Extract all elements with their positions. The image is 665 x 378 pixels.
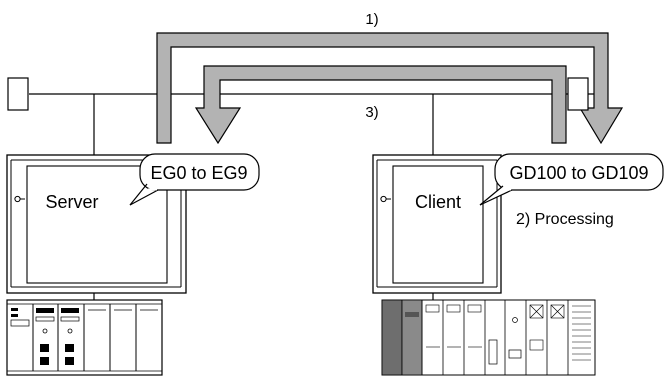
server-plc-icon: [6, 299, 163, 376]
client-plc-icon: [381, 299, 596, 376]
flow-label-2: 2) Processing: [516, 211, 614, 228]
key-icon: [14, 195, 25, 203]
client-device-range: GD100 to GD109: [509, 163, 648, 183]
flow-label-1: 1): [365, 11, 378, 28]
right-terminator: [567, 77, 589, 111]
flow-label-3: 3): [365, 104, 378, 121]
key-icon: [380, 195, 391, 203]
left-terminator: [7, 77, 29, 111]
client-label: Client: [415, 192, 461, 212]
network-bus: [7, 77, 595, 155]
flow-arrow-1: [156, 32, 624, 145]
client-callout: GD100 to GD109: [479, 153, 664, 206]
client-screen: [392, 165, 484, 284]
server-callout: EG0 to EG9: [129, 153, 260, 206]
server-device-range: EG0 to EG9: [150, 163, 247, 183]
server-label: Server: [45, 192, 98, 212]
server-terminal: Server: [6, 154, 187, 294]
flow-arrow-3: [194, 65, 567, 145]
client-terminal: Client: [372, 154, 502, 294]
